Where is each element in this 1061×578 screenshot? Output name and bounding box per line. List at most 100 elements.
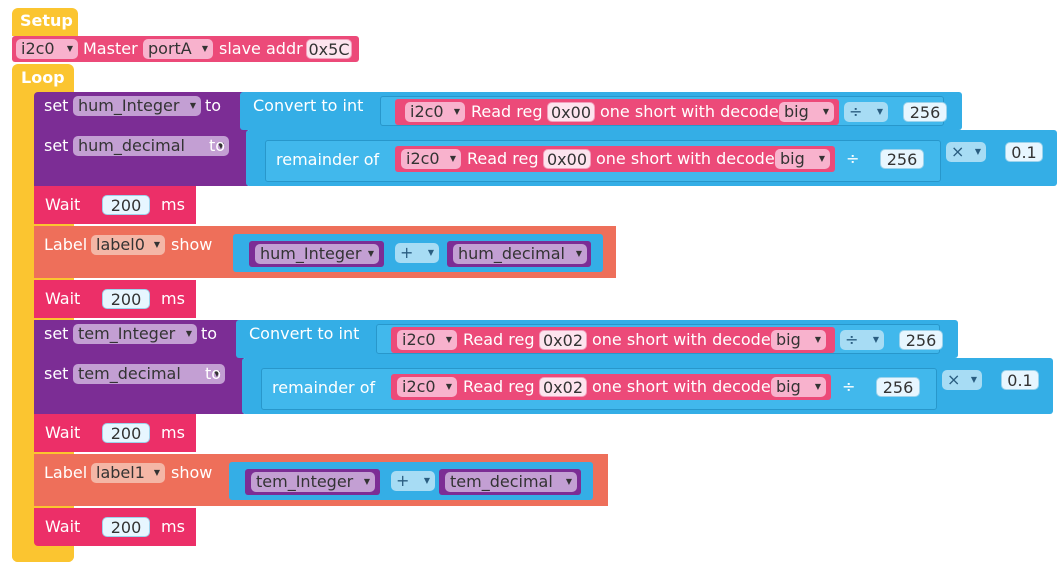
read-reg-label: Read reg <box>463 377 535 396</box>
ms-label: ms <box>161 423 185 442</box>
set-variable-block[interactable]: set tem_Integer▼ to <box>34 320 240 358</box>
read-reg-label: Read reg <box>471 102 543 121</box>
label-label: Label <box>44 463 88 482</box>
i2c-dropdown[interactable]: i2c0▼ <box>405 102 465 122</box>
divisor-input[interactable]: 256 <box>880 149 924 169</box>
label-dropdown[interactable]: label0▼ <box>91 235 165 255</box>
show-label: show <box>171 463 213 482</box>
wait-block[interactable]: Wait 200 ms <box>34 186 196 224</box>
i2c-master-block[interactable]: i2c0▼ Master portA▼ slave addr 0x5C <box>12 36 359 62</box>
loop-label: Loop <box>21 68 65 87</box>
i2c-dropdown[interactable]: i2c0▼ <box>397 330 457 350</box>
wait-input[interactable]: 200 <box>102 195 150 215</box>
set-label: set <box>44 136 69 155</box>
set-variable-block[interactable]: set hum_decimal▼ to <box>34 130 248 186</box>
decode-label: one short with decode <box>592 330 771 349</box>
wait-input[interactable]: 200 <box>102 423 150 443</box>
ms-label: ms <box>161 289 185 308</box>
variable-block[interactable]: hum_decimal▼ <box>447 241 591 267</box>
variable-dropdown[interactable]: tem_decimal▼ <box>445 472 577 492</box>
operator-dropdown[interactable]: ×▼ <box>942 370 982 390</box>
register-input[interactable]: 0x00 <box>543 149 591 169</box>
ms-label: ms <box>161 517 185 536</box>
master-label: Master <box>83 39 138 58</box>
wait-label: Wait <box>45 517 81 536</box>
variable-dropdown[interactable]: tem_decimal▼ <box>73 364 225 384</box>
register-input[interactable]: 0x02 <box>539 377 587 397</box>
decode-label: one short with decode <box>596 149 775 168</box>
wait-input[interactable]: 200 <box>102 517 150 537</box>
variable-block[interactable]: hum_Integer▼ <box>249 241 384 267</box>
decode-label: one short with decode <box>592 377 771 396</box>
addition-block[interactable]: hum_Integer▼ +▼ hum_decimal▼ <box>233 234 603 272</box>
factor-input[interactable]: 0.1 <box>1001 370 1039 390</box>
to-label: to <box>201 324 218 343</box>
i2c-dropdown[interactable]: i2c0▼ <box>397 377 457 397</box>
label-label: Label <box>44 235 88 254</box>
division-operator: ÷ <box>842 377 856 396</box>
loop-bottom-bar <box>12 545 74 562</box>
port-dropdown[interactable]: portA▼ <box>143 39 213 59</box>
label-show-block[interactable]: Label label0▼ show hum_Integer▼ +▼ hum_d… <box>34 226 616 278</box>
operator-dropdown[interactable]: +▼ <box>391 471 435 491</box>
i2c-read-reg-block[interactable]: i2c0▼ Read reg 0x02 one short with decod… <box>391 374 831 400</box>
setup-block[interactable]: Setup <box>12 8 78 36</box>
remainder-of-label: remainder of <box>276 150 380 169</box>
wait-block[interactable]: Wait 200 ms <box>34 280 196 318</box>
set-variable-block[interactable]: set tem_decimal▼ to <box>34 358 244 414</box>
read-reg-label: Read reg <box>467 149 539 168</box>
divisor-input[interactable]: 256 <box>899 330 943 350</box>
operator-dropdown[interactable]: +▼ <box>395 243 439 263</box>
slave-addr-input[interactable]: 0x5C <box>306 39 352 59</box>
wait-input[interactable]: 200 <box>102 289 150 309</box>
variable-dropdown[interactable]: hum_Integer▼ <box>73 96 201 116</box>
read-reg-label: Read reg <box>463 330 535 349</box>
set-label: set <box>44 324 69 343</box>
to-label: to <box>205 96 222 115</box>
endian-dropdown[interactable]: big▼ <box>775 149 830 169</box>
wait-label: Wait <box>45 195 81 214</box>
variable-dropdown[interactable]: hum_Integer▼ <box>255 244 379 264</box>
variable-dropdown[interactable]: hum_decimal▼ <box>453 244 587 264</box>
label-dropdown[interactable]: label1▼ <box>91 463 165 483</box>
register-input[interactable]: 0x02 <box>539 330 587 350</box>
i2c-dropdown[interactable]: i2c0▼ <box>401 149 461 169</box>
divisor-input[interactable]: 256 <box>876 377 920 397</box>
wait-label: Wait <box>45 289 81 308</box>
factor-input[interactable]: 0.1 <box>1005 142 1043 162</box>
i2c-read-reg-block[interactable]: i2c0▼ Read reg 0x02 one short with decod… <box>391 327 835 353</box>
set-variable-block[interactable]: set hum_Integer▼ to <box>34 92 244 130</box>
addition-block[interactable]: tem_Integer▼ +▼ tem_decimal▼ <box>229 462 593 500</box>
wait-block[interactable]: Wait 200 ms <box>34 414 196 452</box>
i2c-dropdown[interactable]: i2c0▼ <box>16 39 78 59</box>
convert-to-int-label: Convert to int <box>253 96 364 115</box>
i2c-read-reg-block[interactable]: i2c0▼ Read reg 0x00 one short with decod… <box>395 146 835 172</box>
operator-dropdown[interactable]: ÷▼ <box>840 330 884 350</box>
convert-to-int-label: Convert to int <box>249 324 360 343</box>
i2c-read-reg-block[interactable]: i2c0▼ Read reg 0x00 one short with decod… <box>395 99 839 125</box>
setup-label: Setup <box>20 11 73 30</box>
endian-dropdown[interactable]: big▼ <box>779 102 834 122</box>
set-label: set <box>44 364 69 383</box>
show-label: show <box>171 235 213 254</box>
wait-label: Wait <box>45 423 81 442</box>
variable-dropdown[interactable]: tem_Integer▼ <box>73 324 197 344</box>
ms-label: ms <box>161 195 185 214</box>
variable-block[interactable]: tem_Integer▼ <box>245 469 380 495</box>
remainder-of-label: remainder of <box>272 378 376 397</box>
variable-dropdown[interactable]: tem_Integer▼ <box>251 472 375 492</box>
endian-dropdown[interactable]: big▼ <box>771 330 826 350</box>
operator-dropdown[interactable]: ÷▼ <box>844 102 888 122</box>
variable-block[interactable]: tem_decimal▼ <box>439 469 581 495</box>
division-operator: ÷ <box>846 149 860 168</box>
divisor-input[interactable]: 256 <box>903 102 947 122</box>
register-input[interactable]: 0x00 <box>547 102 595 122</box>
to-label: to <box>209 136 226 155</box>
endian-dropdown[interactable]: big▼ <box>771 377 826 397</box>
label-show-block[interactable]: Label label1▼ show tem_Integer▼ +▼ tem_d… <box>34 454 608 506</box>
operator-dropdown[interactable]: ×▼ <box>946 142 986 162</box>
set-label: set <box>44 96 69 115</box>
to-label: to <box>205 364 222 383</box>
wait-block[interactable]: Wait 200 ms <box>34 508 196 546</box>
variable-dropdown[interactable]: hum_decimal▼ <box>73 136 229 156</box>
